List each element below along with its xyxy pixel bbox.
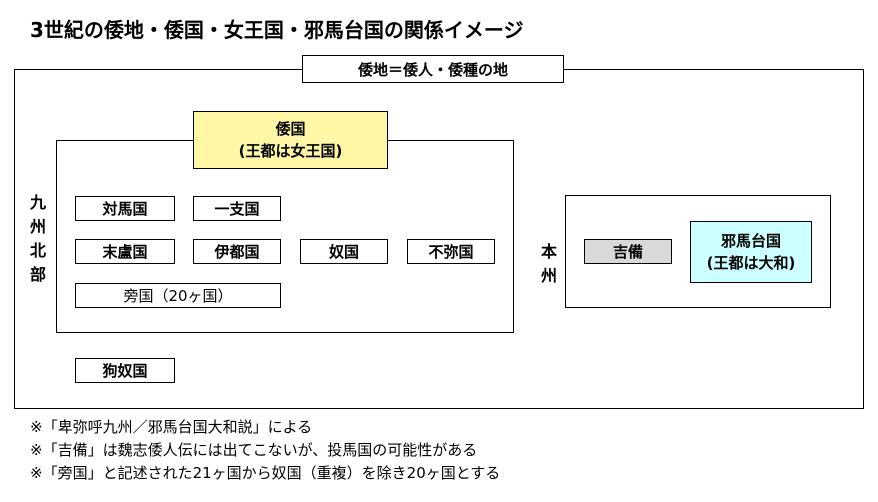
country-tsushima: 対馬国 [75,196,175,221]
country-na: 奴国 [300,239,388,264]
country-matsuro: 末盧国 [75,239,175,264]
country-ito: 伊都国 [193,239,281,264]
kyushu-label-char: 部 [29,265,46,284]
wachi-label: 倭地＝倭人・倭種の地 [302,55,564,83]
kyushu-label-char: 州 [29,217,46,236]
kyushu-hokubu-label: 九 州 北 部 [26,191,50,287]
note-line: ※「旁国」と記述された21ヶ国から奴国（重複）を除き20ヶ国とする [30,464,501,482]
country-bokoku: 旁国（20ヶ国） [75,283,281,308]
note-line: ※「吉備」は魏志倭人伝には出てこないが、投馬国の可能性がある [30,441,478,459]
yamatai-capital: (王都は大和) [706,254,796,272]
page-title: 3世紀の倭地・倭国・女王国・邪馬台国の関係イメージ [30,18,524,42]
note-line: ※「卑弥呼九州／邪馬台国大和説」による [30,418,313,436]
kibi-box: 吉備 [584,239,672,264]
yamatai-name: 邪馬台国 [720,232,781,250]
honshu-label-char: 本 [540,242,557,261]
wakoku-label: 倭国 (王都は女王国) [193,111,388,169]
kyushu-label-char: 九 [29,193,46,212]
country-fumi: 不弥国 [407,239,495,264]
country-iki: 一支国 [193,196,281,221]
wakoku-label-name: 倭国 [275,120,306,138]
honshu-label-char: 州 [540,266,557,285]
kyushu-label-char: 北 [29,241,46,260]
honshu-label: 本 州 [537,240,561,288]
wakoku-label-capital: (王都は女王国) [238,142,343,160]
country-kunakoku: 狗奴国 [75,358,175,383]
notes: ※「卑弥呼九州／邪馬台国大和説」による ※「吉備」は魏志倭人伝には出てこないが、… [30,416,500,485]
yamatai-box: 邪馬台国 (王都は大和) [690,221,812,283]
